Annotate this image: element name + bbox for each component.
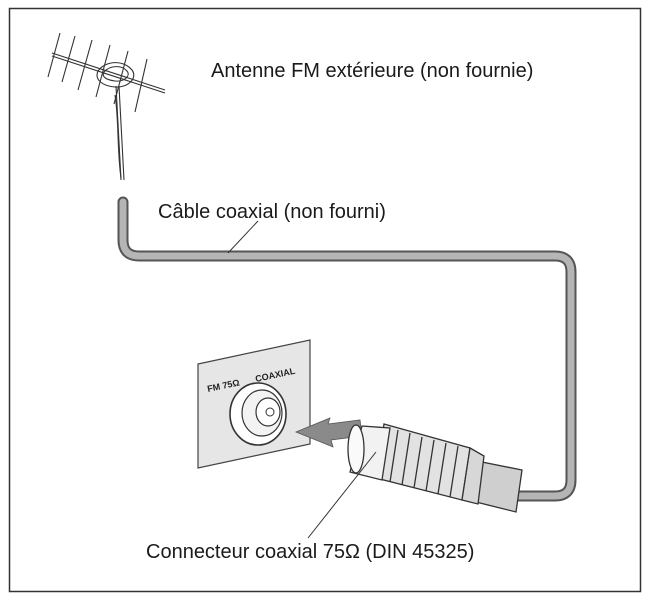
connector-leader-line	[307, 451, 377, 539]
antenna-label: Antenne FM extérieure (non fournie)	[211, 60, 534, 82]
diagram-border	[8, 7, 642, 593]
coaxial-plug	[347, 423, 523, 513]
coaxial-cable	[117, 196, 577, 502]
cable-leader-line	[227, 220, 259, 254]
cable-label: Câble coaxial (non fourni)	[158, 201, 386, 223]
connector-label: Connecteur coaxial 75Ω (DIN 45325)	[146, 541, 475, 563]
jack-panel: FM 75Ω COAXIAL	[197, 339, 311, 469]
antenna-icon	[47, 32, 166, 181]
